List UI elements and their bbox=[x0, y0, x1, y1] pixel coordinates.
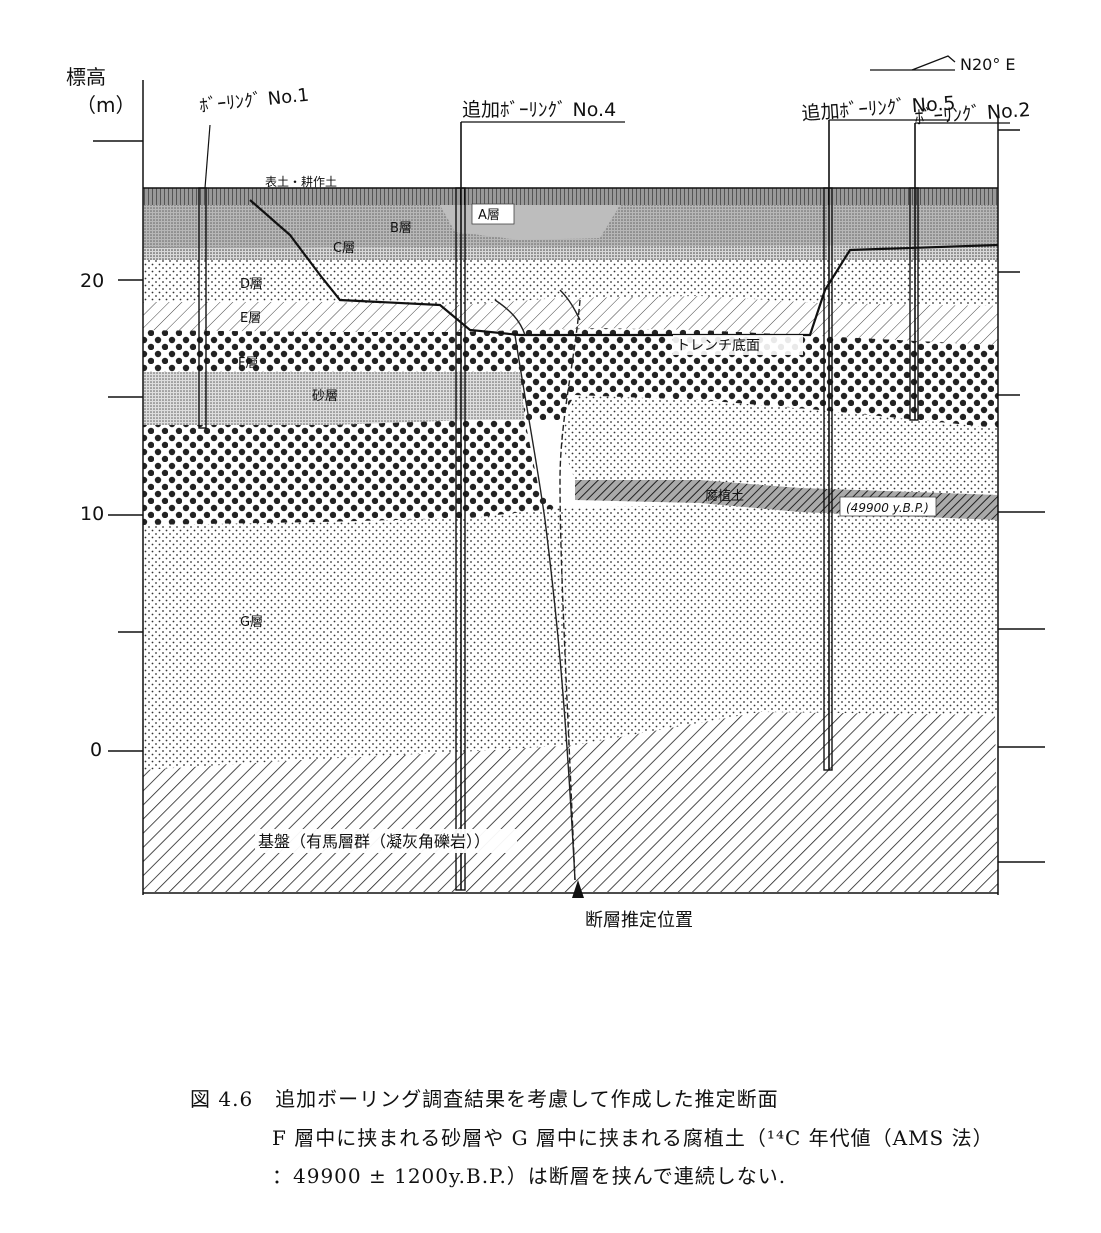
left-ticks bbox=[93, 140, 143, 752]
cross-section-figure: 標高 （m） 20 10 0 N20° E ﾎﾞｰﾘﾝｸﾞ No.1 追加ﾎﾞｰ… bbox=[66, 55, 1045, 931]
bedrock-label-bg bbox=[255, 829, 517, 853]
north-arrow-icon bbox=[870, 55, 956, 71]
d-layer-label: D層 bbox=[240, 277, 263, 292]
fault-lines bbox=[494, 289, 581, 881]
borehole-no2 bbox=[909, 187, 919, 421]
a-layer-label-bg bbox=[471, 203, 515, 225]
trench-label: トレンチ底面 bbox=[676, 338, 760, 354]
strata bbox=[143, 188, 998, 892]
right-ticks bbox=[998, 129, 1045, 863]
borehole-no5 bbox=[823, 187, 833, 771]
b-layer-label: B層 bbox=[390, 221, 412, 236]
frame bbox=[142, 80, 999, 895]
caption-line3: ：49900 ± 1200y.B.P.）は断層を挟んで連続しない. bbox=[272, 1164, 787, 1188]
borehole-no4 bbox=[455, 187, 466, 891]
borehole-no1 bbox=[198, 187, 207, 429]
axis-label-line2: （m） bbox=[76, 93, 135, 117]
caption-number: 図 4.6 bbox=[190, 1087, 254, 1111]
axis-tick-10: 10 bbox=[80, 503, 104, 525]
c-layer bbox=[143, 245, 998, 260]
humus-age-label: (49900 y.B.P.) bbox=[846, 501, 929, 515]
humus-label: 腐植土 bbox=[705, 489, 744, 504]
f-layer-lower-left bbox=[143, 420, 560, 525]
g-layer bbox=[143, 505, 998, 770]
f-layer-label: F層 bbox=[238, 356, 258, 371]
c-layer-label: C層 bbox=[333, 241, 355, 256]
axis-tick-0: 0 bbox=[90, 739, 102, 761]
f-layer-right-fine bbox=[560, 395, 998, 495]
caption-line2: F 層中に挟まれる砂層や G 層中に挟まれる腐植土（¹⁴C 年代値（AMS 法） bbox=[272, 1126, 994, 1150]
e-layer bbox=[143, 296, 998, 345]
d-layer bbox=[143, 260, 998, 306]
caption-title: 図 4.6 追加ボーリング調査結果を考慮して作成した推定断面 bbox=[190, 1083, 779, 1112]
sand-layer bbox=[143, 372, 525, 425]
trench-label-bg bbox=[673, 335, 803, 355]
orientation-label: N20° E bbox=[960, 55, 1016, 74]
axis-label-line1: 標高 bbox=[66, 65, 106, 89]
fault-position-label: 断層推定位置 bbox=[585, 910, 693, 931]
humus-age-bg bbox=[839, 496, 937, 517]
sand-layer-label: 砂層 bbox=[312, 389, 338, 404]
boreholes bbox=[198, 120, 919, 891]
caption-title-text: 追加ボーリング調査結果を考慮して作成した推定断面 bbox=[275, 1087, 779, 1111]
fault-marker-icon bbox=[572, 880, 584, 898]
e-layer-label: E層 bbox=[240, 311, 261, 326]
trench-outline bbox=[249, 199, 999, 337]
borehole-no4-label: 追加ﾎﾞｰﾘﾝｸﾞ No.4 bbox=[462, 99, 616, 121]
label-leaders bbox=[204, 119, 1010, 189]
axis-tick-20: 20 bbox=[80, 270, 104, 292]
topsoil-label: 表土・耕作土 bbox=[265, 174, 337, 189]
borehole-no1-label: ﾎﾞｰﾘﾝｸﾞ No.1 bbox=[198, 85, 310, 117]
a-layer-label: A層 bbox=[478, 208, 500, 223]
g-layer-label: G層 bbox=[240, 615, 263, 630]
bedrock-label: 基盤（有馬層群（凝灰角礫岩）） bbox=[258, 832, 490, 851]
topsoil-layer bbox=[143, 188, 998, 205]
